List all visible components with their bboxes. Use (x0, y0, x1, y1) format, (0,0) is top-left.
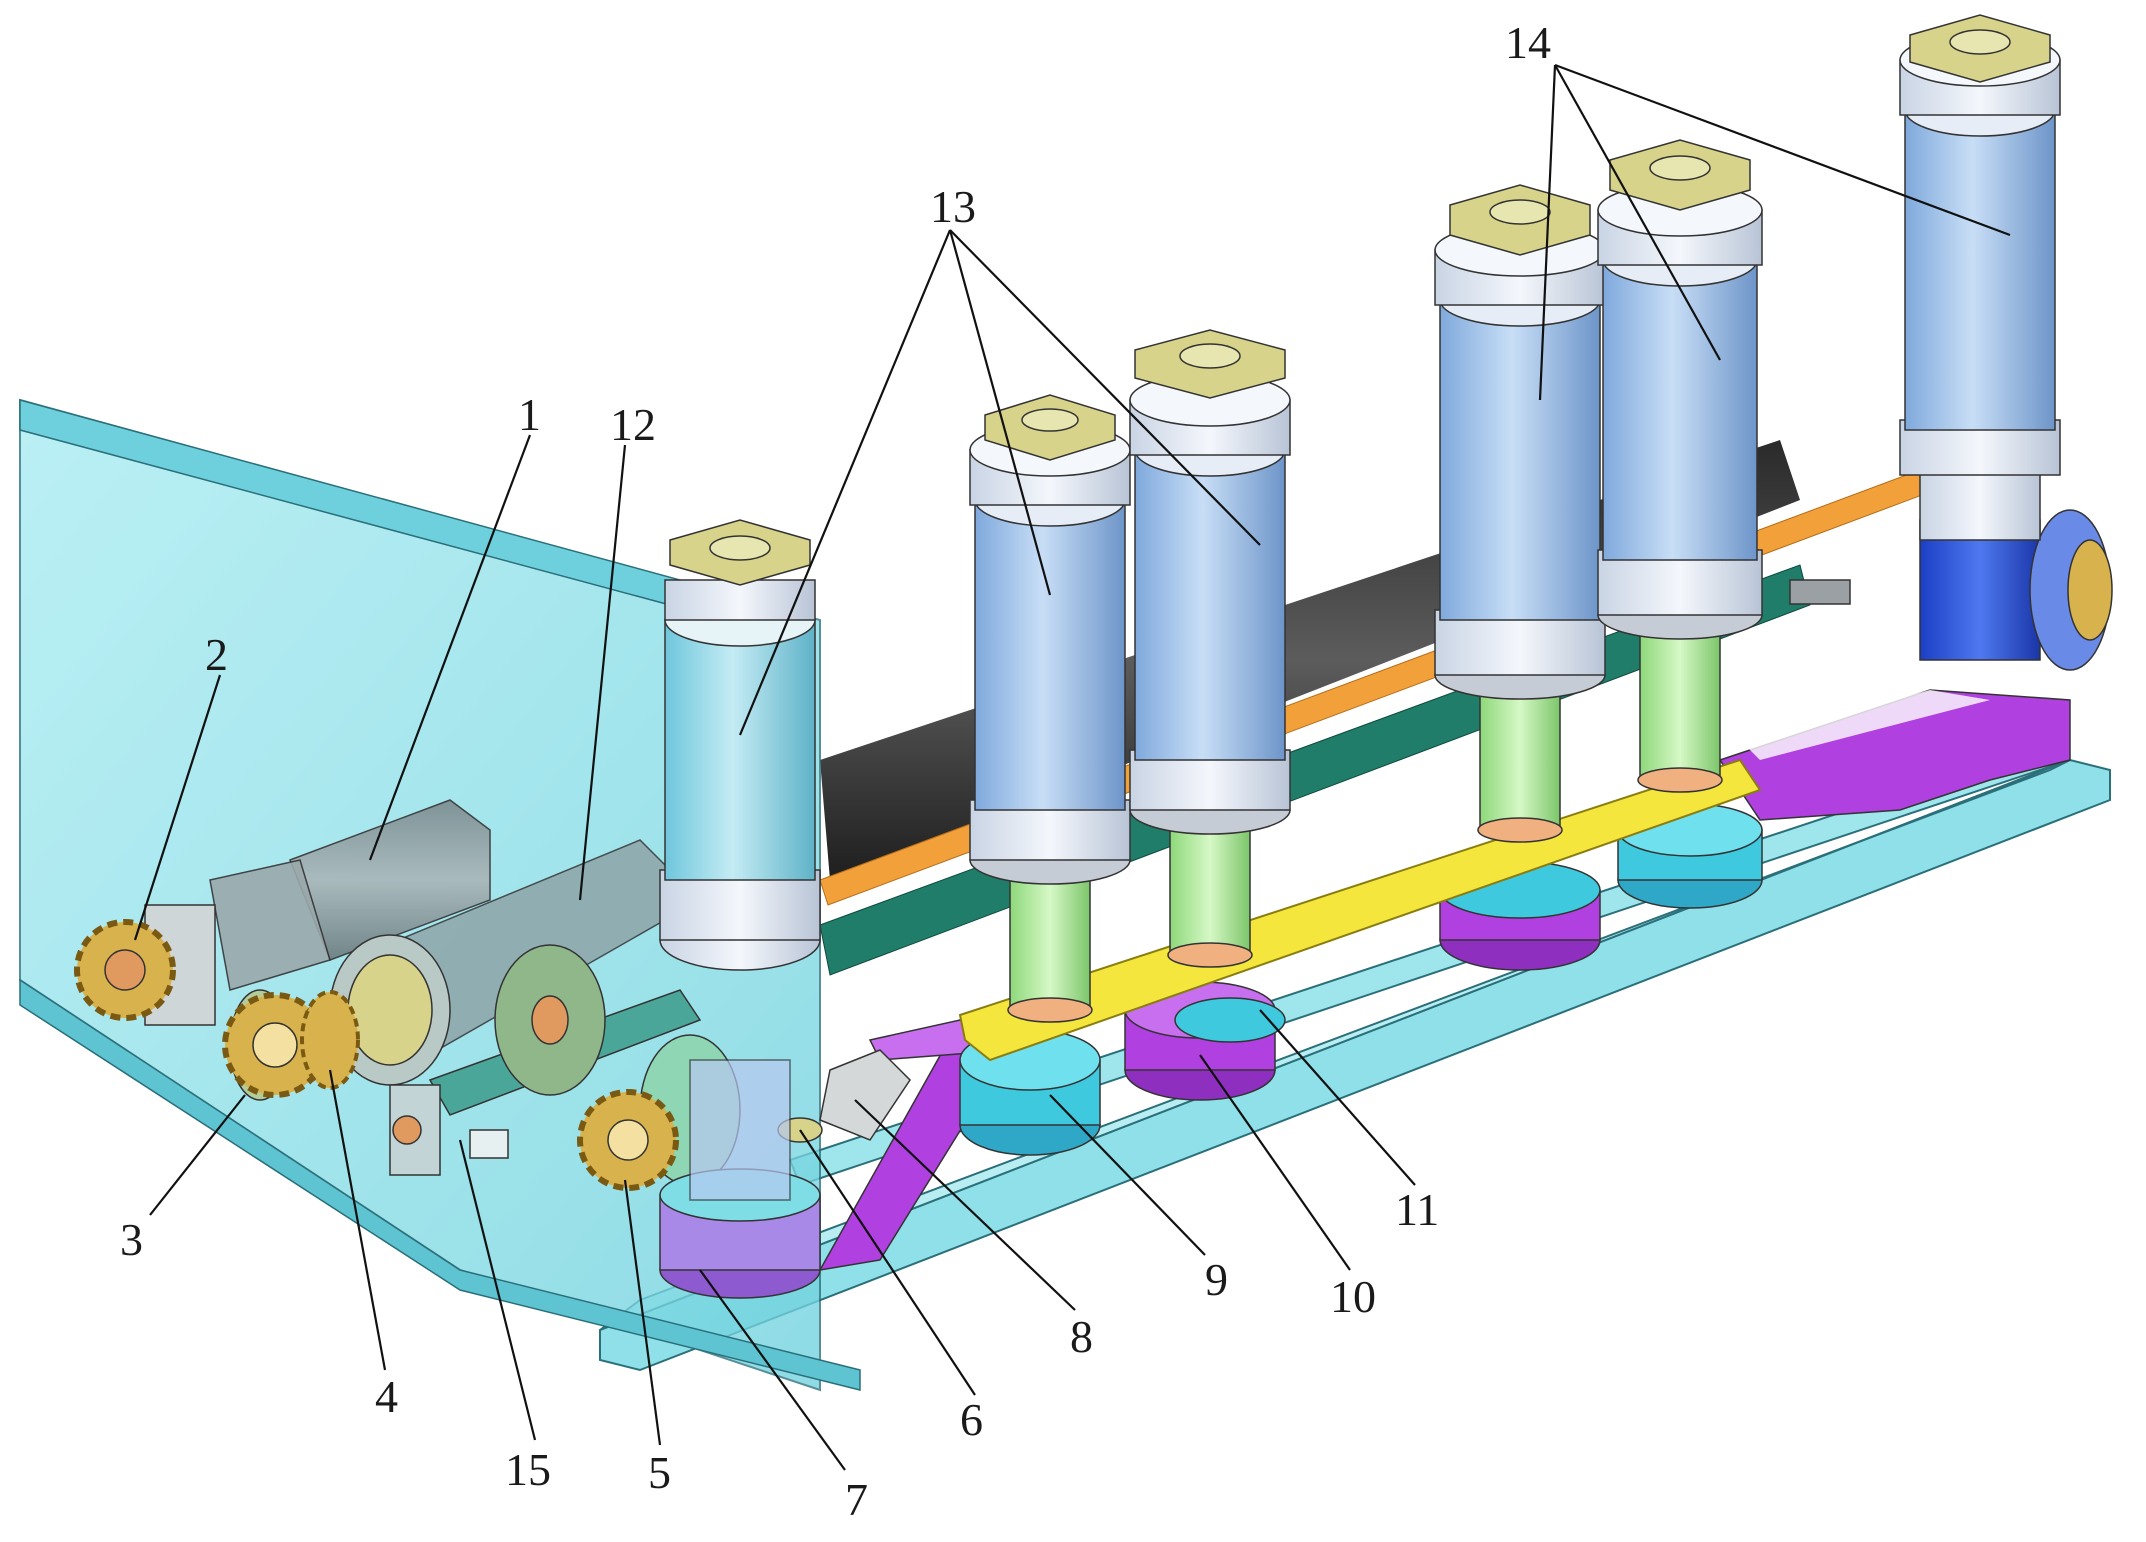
callout-2: 2 (205, 629, 228, 680)
yellow-connecting-bar (958, 758, 1762, 1062)
callout-4: 4 (375, 1371, 398, 1422)
callout-12: 12 (610, 399, 656, 450)
green-flange (494, 944, 606, 1096)
roller-a (659, 519, 821, 971)
purple-link-rear (1718, 689, 2071, 821)
callout-15: 15 (505, 1444, 551, 1495)
callout-3: 3 (120, 1214, 143, 1265)
roller-b (969, 394, 1131, 1023)
grey-roller-12 (329, 839, 702, 1086)
roller-c (1129, 329, 1291, 968)
sprocket-2 (74, 904, 216, 1026)
roller-d (1434, 184, 1606, 843)
disc-10 (1124, 981, 1286, 1101)
callout-9: 9 (1205, 1254, 1228, 1305)
disc-rear-a (1439, 861, 1601, 971)
right-bracket (1789, 509, 2113, 671)
callout-13: 13 (930, 181, 976, 232)
callout-14: 14 (1505, 17, 1551, 68)
leader-lines (133, 63, 2011, 1471)
callout-1: 1 (518, 389, 541, 440)
callout-5: 5 (648, 1447, 671, 1498)
roller-f (1899, 14, 2061, 541)
motor (209, 799, 491, 991)
callout-7: 7 (845, 1474, 868, 1525)
roller-e (1597, 139, 1763, 793)
callout-6: 6 (960, 1394, 983, 1445)
base-disc-7 (659, 1059, 821, 1299)
callout-10: 10 (1330, 1271, 1376, 1322)
callout-11: 11 (1395, 1184, 1439, 1235)
callouts: 1 2 3 4 5 6 7 8 9 10 11 12 13 14 15 (120, 17, 1551, 1525)
sprocket-4 (300, 990, 360, 1090)
callout-8: 8 (1070, 1311, 1093, 1362)
